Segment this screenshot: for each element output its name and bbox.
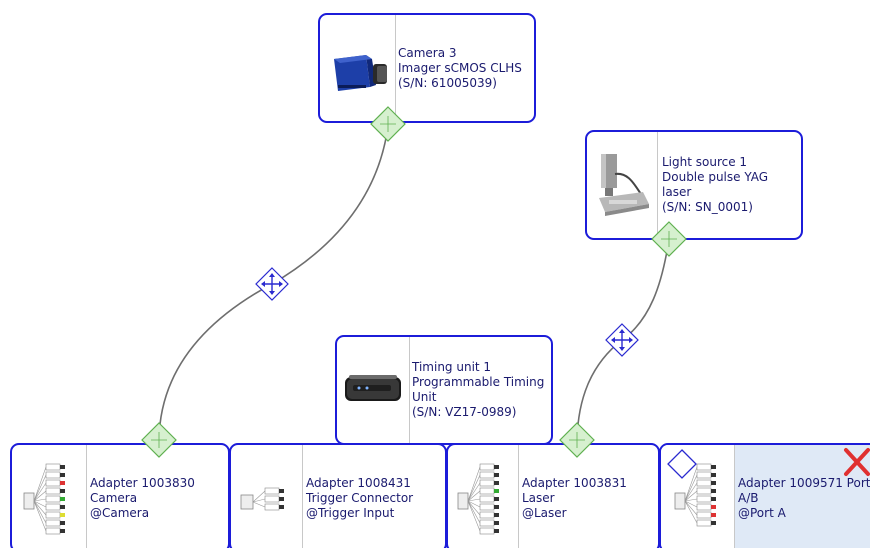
adapter-port: @Port A bbox=[738, 505, 786, 520]
laser-device-icon bbox=[587, 132, 658, 238]
junction-move-icon[interactable] bbox=[255, 267, 289, 301]
adapter-node-trigger[interactable]: Adapter 1008431 Trigger Connector @Trigg… bbox=[229, 443, 447, 548]
adapter-cable-icon bbox=[448, 445, 519, 548]
junction-move-icon[interactable] bbox=[605, 323, 639, 357]
light-source-node[interactable]: Light source 1 Double pulse YAG laser (S… bbox=[585, 130, 803, 240]
adapter-port: @Laser bbox=[522, 505, 567, 520]
connector-diamond-icon[interactable] bbox=[651, 221, 687, 257]
close-x-icon[interactable] bbox=[844, 448, 870, 476]
timing-unit-icon bbox=[337, 337, 410, 443]
adapter-name: Adapter 1003830 bbox=[90, 475, 195, 490]
camera-name: Camera 3 bbox=[398, 45, 457, 60]
light-source-serial: (S/N: SN_0001) bbox=[662, 200, 753, 214]
adapter-role: Trigger Connector bbox=[306, 490, 414, 505]
adapter-port: @Camera bbox=[90, 505, 150, 520]
camera-node[interactable]: Camera 3 Imager sCMOS CLHS (S/N: 6100503… bbox=[318, 13, 536, 123]
connector-diamond-icon[interactable] bbox=[370, 106, 406, 142]
adapter-name: Adapter 1003831 bbox=[522, 475, 627, 490]
light-source-name: Light source 1 bbox=[662, 155, 748, 169]
adapter-port: @Trigger Input bbox=[306, 505, 395, 520]
camera-model: Imager sCMOS CLHS bbox=[398, 60, 522, 75]
adapter-role: Laser bbox=[522, 490, 555, 505]
timing-unit-serial: (S/N: VZ17-0989) bbox=[412, 405, 517, 419]
adapter-node-camera[interactable]: Adapter 1003830 Camera @Camera bbox=[10, 443, 230, 548]
adapter-cable-icon bbox=[231, 445, 303, 548]
timing-unit-model: Programmable Timing Unit bbox=[412, 375, 545, 404]
timing-unit-node[interactable]: Timing unit 1 Programmable Timing Unit (… bbox=[335, 335, 553, 445]
light-source-model: Double pulse YAG laser bbox=[662, 170, 769, 199]
adapter-role: A/B bbox=[738, 490, 759, 505]
timing-unit-name: Timing unit 1 bbox=[412, 360, 492, 374]
adapter-node-port-a[interactable]: Adapter 1009571 Port A/B @Port A bbox=[659, 443, 870, 548]
camera-device-icon bbox=[320, 15, 396, 121]
adapter-name: Adapter 1009571 Port bbox=[738, 475, 870, 490]
adapter-name: Adapter 1008431 bbox=[306, 475, 411, 490]
connector-diamond-icon[interactable] bbox=[141, 422, 177, 458]
connector-diamond-icon[interactable] bbox=[559, 422, 595, 458]
camera-serial: (S/N: 61005039) bbox=[398, 75, 497, 90]
adapter-node-laser[interactable]: Adapter 1003831 Laser @Laser bbox=[446, 443, 660, 548]
selection-diamond-icon[interactable] bbox=[667, 449, 697, 479]
adapter-role: Camera bbox=[90, 490, 138, 505]
adapter-cable-icon bbox=[12, 445, 87, 548]
